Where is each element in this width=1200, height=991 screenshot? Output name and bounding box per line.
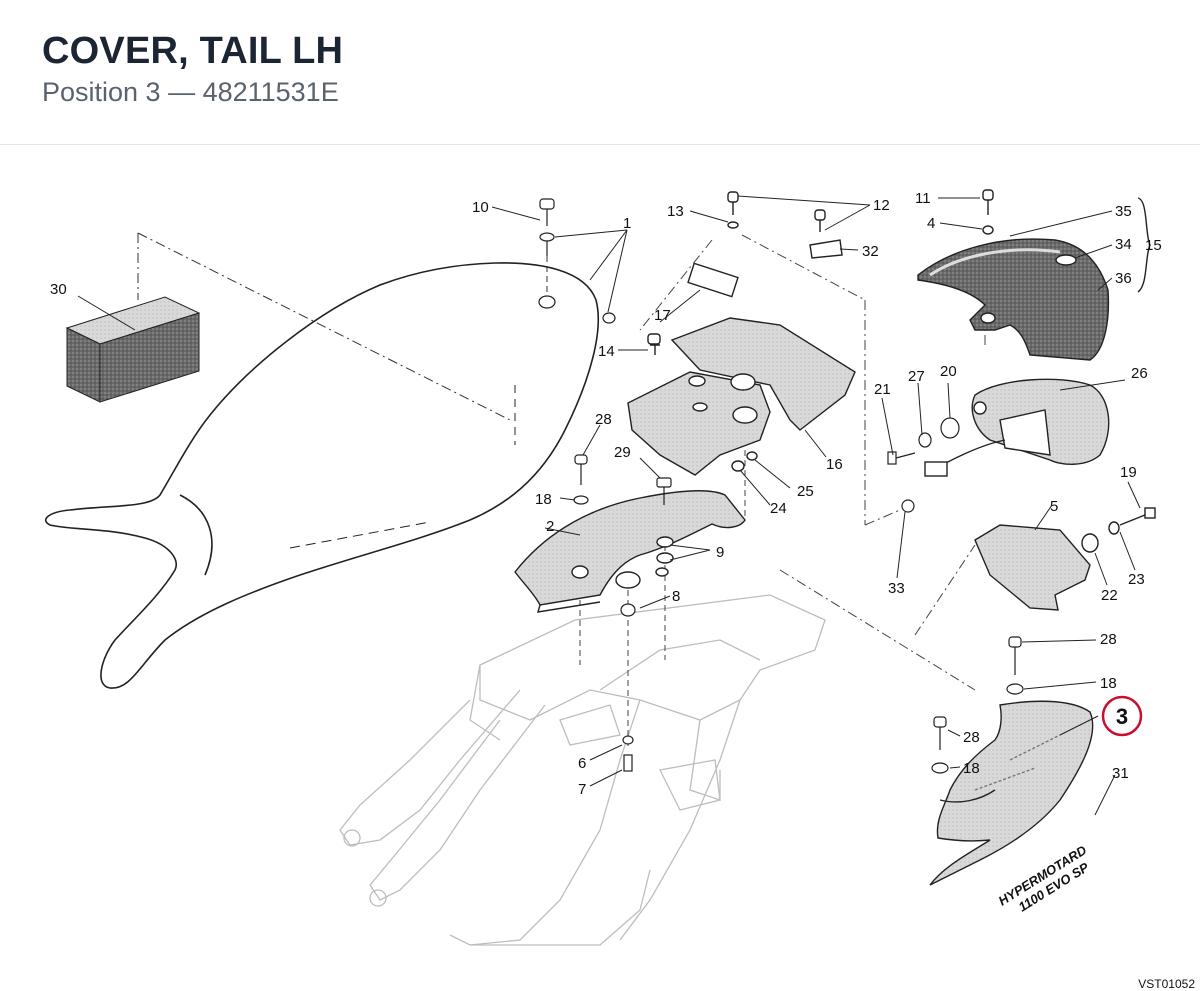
callout-26: 26 [1131,365,1148,382]
exploded-parts-diagram: HYPERMOTARD 1100 EVO SP [45,189,1195,991]
callout-3-highlight: 3 [1116,704,1128,729]
callout-labels: 10 1 13 12 11 4 35 34 15 36 30 32 17 14 … [50,190,1162,798]
callout-10: 10 [472,199,489,216]
callout-15: 15 [1145,237,1162,254]
callout-27: 27 [908,368,925,385]
page-title: COVER, TAIL LH [42,30,344,72]
page-subtitle: Position 3 — 48211531E [42,77,339,107]
callout-6: 6 [578,755,586,772]
callout-20: 20 [940,363,957,380]
callout-12: 12 [873,197,890,214]
callout-19: 19 [1120,464,1137,481]
tail-light-part-26 [924,378,1110,477]
rear-subframe [339,594,826,946]
callout-34: 34 [1115,236,1132,253]
seat-part [45,262,600,689]
callout-7: 7 [578,781,586,798]
callout-11: 11 [915,190,931,207]
callout-30: 30 [50,281,67,298]
page-header: COVER, TAIL LH Position 3 — 48211531E [0,0,1200,145]
callout-8: 8 [672,588,680,605]
tail-cover-fasteners [931,636,1024,774]
callout-2: 2 [546,518,554,535]
pillion-cover-part-15 [917,189,1110,361]
callout-25: 25 [797,483,814,500]
tail-cover-lh-part-31 [929,700,1094,886]
callout-4: 4 [927,215,935,232]
callout-24: 24 [770,500,787,517]
callout-36: 36 [1115,270,1132,287]
callout-32: 32 [862,243,879,260]
callout-21: 21 [874,381,891,398]
highlight-ring [1101,695,1143,737]
bracket-part-2 [514,490,746,613]
screw-10 [538,198,616,324]
highlight-position-callout[interactable]: 3 [1101,695,1143,737]
callout-31: 31 [1112,765,1129,782]
figure-code: VST01052 [1138,977,1195,991]
callout-35: 35 [1115,203,1132,220]
callout-22: 22 [1101,587,1118,604]
callout-33: 33 [888,580,905,597]
callout-16: 16 [826,456,843,473]
callout-1: 1 [623,215,631,232]
callout-18a: 18 [535,491,552,508]
callout-17: 17 [654,307,671,324]
callout-13: 13 [667,203,684,220]
callout-29: 29 [614,444,631,461]
callout-28c: 28 [963,729,980,746]
foam-block-part [65,296,201,403]
callout-9: 9 [716,544,724,561]
callout-23: 23 [1128,571,1145,588]
reflector-part-5 [974,507,1156,611]
tail-light-fasteners [887,417,960,513]
callout-28b: 28 [1100,631,1117,648]
undertray-part-16 [627,191,856,476]
callout-18b: 18 [1100,675,1117,692]
callout-14: 14 [598,343,615,360]
callout-18c: 18 [963,760,980,777]
callout-5: 5 [1050,498,1058,515]
callout-28a: 28 [595,411,612,428]
